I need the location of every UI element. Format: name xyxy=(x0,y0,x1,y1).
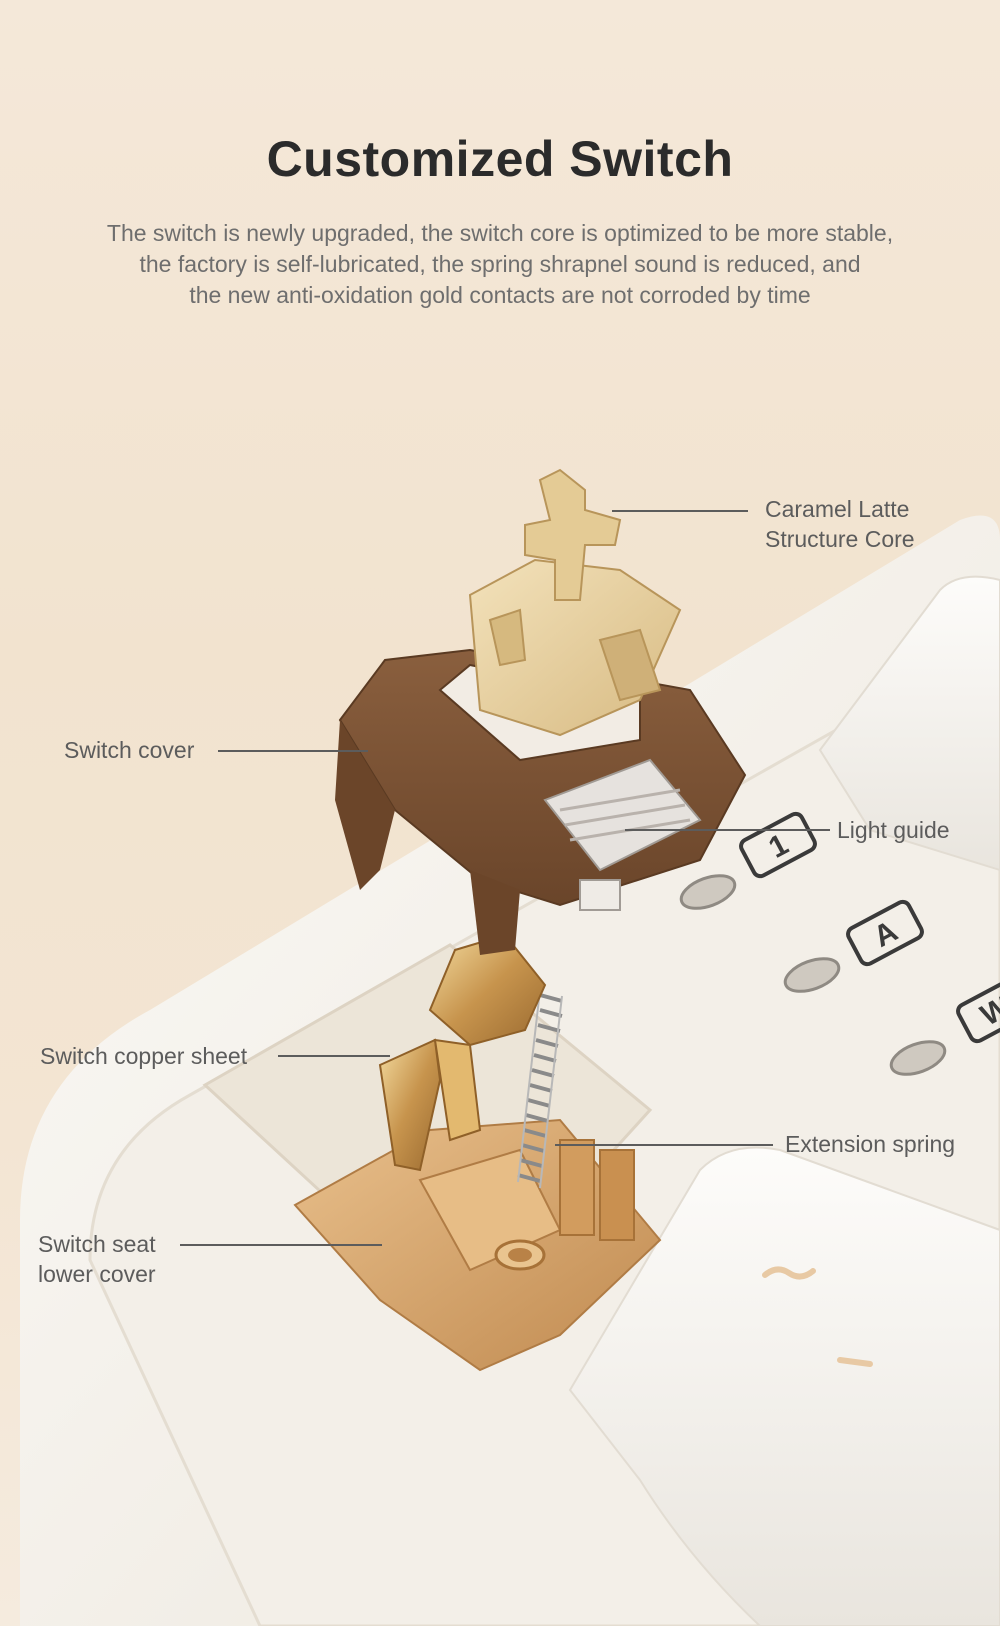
callout-line: lower cover xyxy=(38,1261,156,1287)
keycap-lower xyxy=(568,1146,1000,1626)
keycap-upper xyxy=(818,575,1000,872)
callout-light-guide: Light guide xyxy=(837,817,950,843)
description-line: the factory is self-lubricated, the spri… xyxy=(139,251,861,277)
callout-line: Caramel Latte xyxy=(765,496,910,522)
callout-line: Structure Core xyxy=(765,526,915,552)
light-guide xyxy=(543,758,702,911)
callout-switch-cover: Switch cover xyxy=(64,737,195,763)
extension-spring xyxy=(517,989,563,1189)
description-line: the new anti-oxidation gold contacts are… xyxy=(189,282,811,308)
callout-line: Switch seat xyxy=(38,1231,156,1257)
callout-extension-spring: Extension spring xyxy=(785,1131,956,1157)
callout-structure-core: Caramel Latte Structure Core xyxy=(765,494,915,554)
callout-seat-lower-cover: Switch seat lower cover xyxy=(38,1229,156,1289)
description: The switch is newly upgraded, the switch… xyxy=(0,218,1000,311)
description-line: The switch is newly upgraded, the switch… xyxy=(106,220,894,246)
switch-seat-lower-cover xyxy=(293,1118,662,1372)
callout-lines xyxy=(180,510,830,1246)
structure-core-stem xyxy=(468,468,682,737)
indicator-leds xyxy=(679,874,947,1076)
page-title: Customized Switch xyxy=(266,131,734,187)
callout-copper-sheet: Switch copper sheet xyxy=(40,1043,248,1069)
switch-copper-sheet xyxy=(378,933,547,1172)
